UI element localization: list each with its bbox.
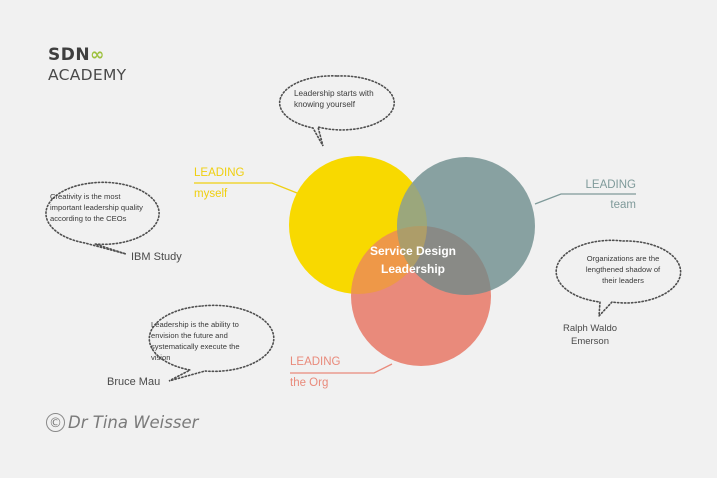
quote-bruce-line3: systematically execute the [151, 342, 240, 351]
speech-bubble-top [278, 75, 395, 147]
logo: SDN∞ [48, 46, 105, 64]
quote-bruce-line1: Leadership is the ability to [151, 320, 239, 329]
label-team-top: LEADING [586, 179, 637, 191]
quote-ibm-line1: Creativity is the most [50, 192, 121, 201]
label-myself-top: LEADING [194, 167, 245, 179]
quote-ralph-line3: their leaders [602, 276, 644, 285]
quote-top-line1: Leadership starts with [294, 89, 374, 98]
quote-ibm-line2: important leadership quality [50, 203, 143, 212]
copyright-icon: © [46, 413, 65, 432]
logo-subtitle: ACADEMY [48, 66, 127, 84]
quote-top-line2: knowing yourself [294, 100, 356, 109]
quote-ibm-line3: according to the CEOs [50, 214, 127, 223]
label-team-bottom: team [610, 199, 636, 211]
overlap-myself-org [351, 226, 427, 294]
speech-bubble-ralph [555, 239, 682, 319]
infinity-icon: ∞ [90, 45, 105, 65]
logo-text: SDN [48, 45, 91, 65]
author-ralph-line2: Emerson [571, 336, 609, 347]
center-label-line2: Leadership [381, 262, 445, 276]
connector-team [534, 193, 636, 205]
label-myself-bottom: myself [194, 188, 228, 200]
quote-bruce-line4: vision [151, 353, 170, 362]
quote-bruce-line2: envision the future and [151, 331, 228, 340]
author-bruce: Bruce Mau [107, 376, 160, 388]
center-label-line1: Service Design [370, 244, 456, 258]
label-org-top: LEADING [290, 356, 341, 368]
connector-myself [194, 182, 298, 194]
copyright-text: Dr Tina Weisser [68, 413, 199, 432]
author-ralph-line1: Ralph Waldo [563, 323, 617, 334]
connector-org [290, 363, 393, 374]
overlap-team-org [397, 226, 491, 295]
quote-ralph-line1: Organizations are the [587, 254, 660, 263]
author-ibm: IBM Study [131, 251, 182, 263]
speech-bubble-ibm [45, 181, 160, 255]
copyright: © Dr Tina Weisser [46, 413, 198, 432]
label-org-bottom: the Org [290, 377, 328, 389]
quote-ralph-line2: lengthened shadow of [586, 265, 661, 274]
speech-bubble-bruce [148, 304, 275, 382]
